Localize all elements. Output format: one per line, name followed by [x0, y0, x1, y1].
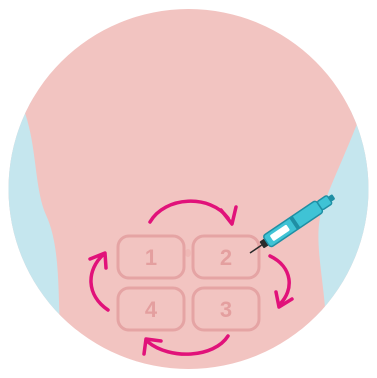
zone-1-label: 1 — [145, 245, 157, 270]
zone-4-label: 4 — [145, 297, 158, 322]
zone-2-label: 2 — [220, 245, 232, 270]
zone-3-label: 3 — [220, 297, 232, 322]
navel — [185, 249, 191, 257]
